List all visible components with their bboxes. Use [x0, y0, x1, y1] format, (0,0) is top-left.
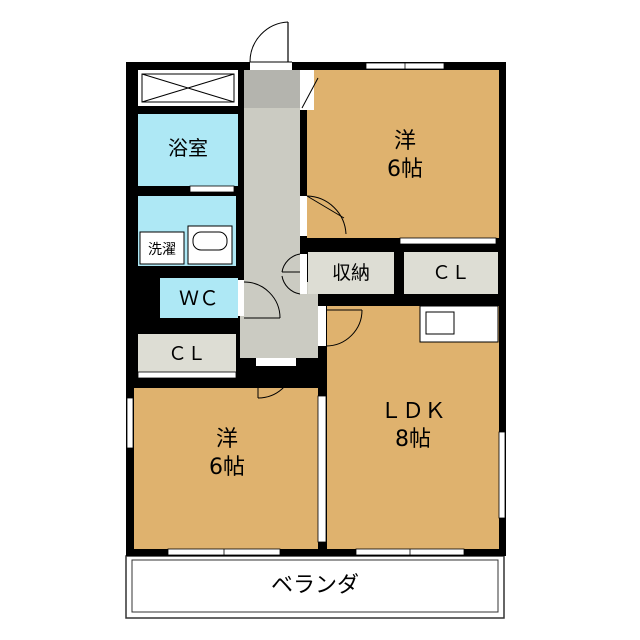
kitchen-counter: [419, 305, 499, 343]
bedroom-south-name: 洋: [216, 427, 238, 452]
ldk-name: ＬＤＫ: [380, 399, 446, 424]
door-ldk: [318, 306, 363, 347]
ldk-floor: [327, 306, 499, 549]
window-north-bedroom: [365, 62, 445, 70]
ldk-size: 8帖: [395, 427, 431, 452]
bath-floor: [138, 114, 238, 186]
bedroom-south-floor: [134, 388, 318, 549]
closet-west-slider: [137, 371, 237, 379]
wc-label: ＷＣ: [179, 286, 219, 310]
window-south-bedroom: [167, 548, 281, 556]
veranda: [125, 555, 505, 619]
window-ldk-east: [498, 431, 506, 519]
bath-slider: [189, 185, 235, 193]
storage-label: 収納: [332, 262, 370, 284]
bedroom-north-size: 6帖: [387, 157, 423, 182]
bedroom-south-east-slider: [317, 395, 327, 543]
bedroom-north-floor: [307, 70, 499, 238]
washbasin: [187, 225, 233, 265]
door-storage: [281, 253, 307, 295]
door-wc: [238, 280, 281, 319]
bedroom-south-size: 6帖: [209, 455, 245, 480]
bedroom-north-name: 洋: [394, 129, 416, 154]
door-north-bedroom: [300, 195, 347, 236]
hallway: [240, 70, 318, 358]
veranda-label: ベランダ: [271, 573, 359, 598]
window-ldk-south: [355, 548, 465, 556]
door-south-bedroom: [256, 358, 296, 399]
closet-west-label: ＣＬ: [168, 343, 206, 365]
bath-label: 浴室: [168, 136, 208, 160]
closet-west-floor: [138, 334, 236, 372]
laundry-label: 洗濯: [148, 242, 176, 258]
hall-corner-fixture: [300, 70, 319, 110]
washer-area: [139, 231, 185, 265]
entrance-door: [249, 21, 292, 70]
entry-storage: [138, 70, 238, 106]
bedroom-north-closet-slider: [399, 237, 497, 245]
closet-east-floor: [404, 252, 498, 294]
closet-east-label: ＣＬ: [432, 262, 470, 284]
window-west-bedroom: [126, 397, 134, 449]
wc-floor: [160, 278, 238, 318]
storage-floor: [308, 252, 394, 294]
